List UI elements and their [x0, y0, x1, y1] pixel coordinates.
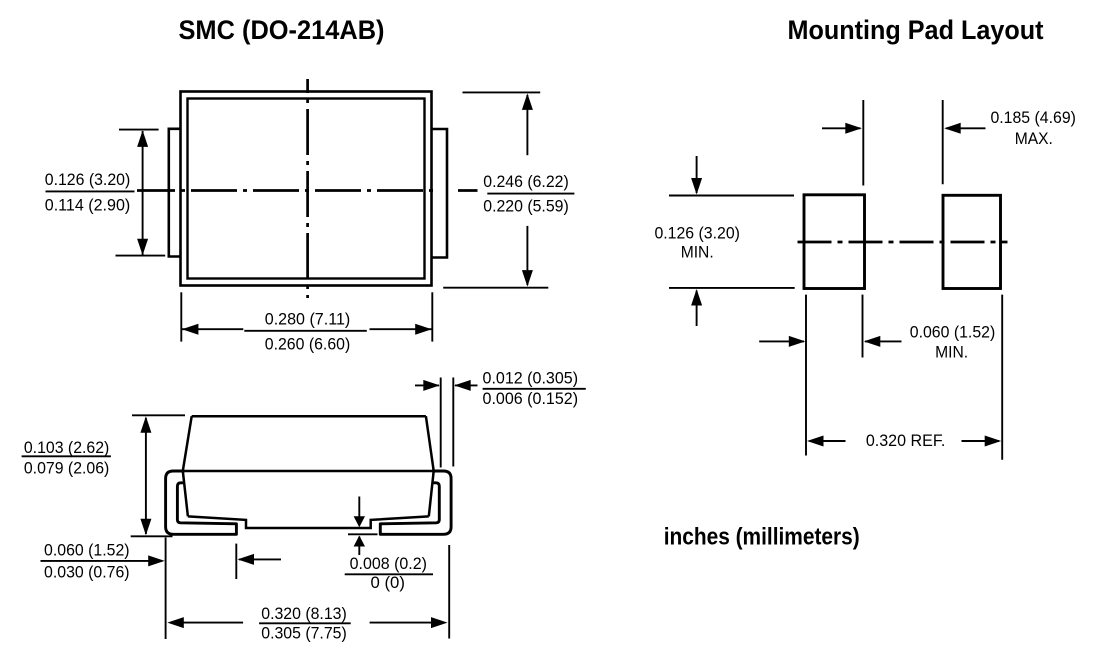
svg-text:0.185 (4.69): 0.185 (4.69)	[990, 108, 1076, 127]
svg-text:0.126 (3.20): 0.126 (3.20)	[45, 170, 131, 189]
svg-text:Mounting Pad Layout: Mounting Pad Layout	[788, 15, 1044, 45]
svg-text:0.126 (3.20): 0.126 (3.20)	[654, 223, 740, 242]
svg-text:0.114 (2.90): 0.114 (2.90)	[45, 196, 131, 215]
svg-text:0.012 (0.305): 0.012 (0.305)	[483, 369, 579, 388]
svg-text:0.280 (7.11): 0.280 (7.11)	[265, 309, 351, 328]
svg-text:0 (0): 0 (0)	[371, 573, 405, 592]
svg-text:inches (millimeters): inches (millimeters)	[664, 524, 860, 551]
svg-text:0.260 (6.60): 0.260 (6.60)	[265, 335, 351, 354]
svg-text:MIN.: MIN.	[935, 343, 968, 362]
svg-text:0.220 (5.59): 0.220 (5.59)	[483, 197, 569, 216]
svg-text:SMC (DO-214AB): SMC (DO-214AB)	[179, 15, 385, 45]
svg-text:0.030 (0.76): 0.030 (0.76)	[44, 563, 130, 582]
svg-text:0.320 (8.13): 0.320 (8.13)	[261, 604, 347, 623]
svg-text:0.320 REF.: 0.320 REF.	[866, 431, 946, 450]
svg-text:0.305 (7.75): 0.305 (7.75)	[261, 623, 347, 642]
svg-text:MIN.: MIN.	[681, 243, 714, 262]
svg-text:0.079 (2.06): 0.079 (2.06)	[24, 459, 110, 478]
svg-text:0.008 (0.2): 0.008 (0.2)	[350, 554, 427, 573]
svg-text:0.060 (1.52): 0.060 (1.52)	[910, 323, 996, 342]
svg-text:0.246 (6.22): 0.246 (6.22)	[483, 172, 569, 191]
svg-text:0.103 (2.62): 0.103 (2.62)	[24, 438, 110, 457]
svg-text:0.006 (0.152): 0.006 (0.152)	[483, 389, 579, 408]
svg-text:0.060 (1.52): 0.060 (1.52)	[44, 540, 130, 559]
svg-text:MAX.: MAX.	[1015, 129, 1053, 148]
